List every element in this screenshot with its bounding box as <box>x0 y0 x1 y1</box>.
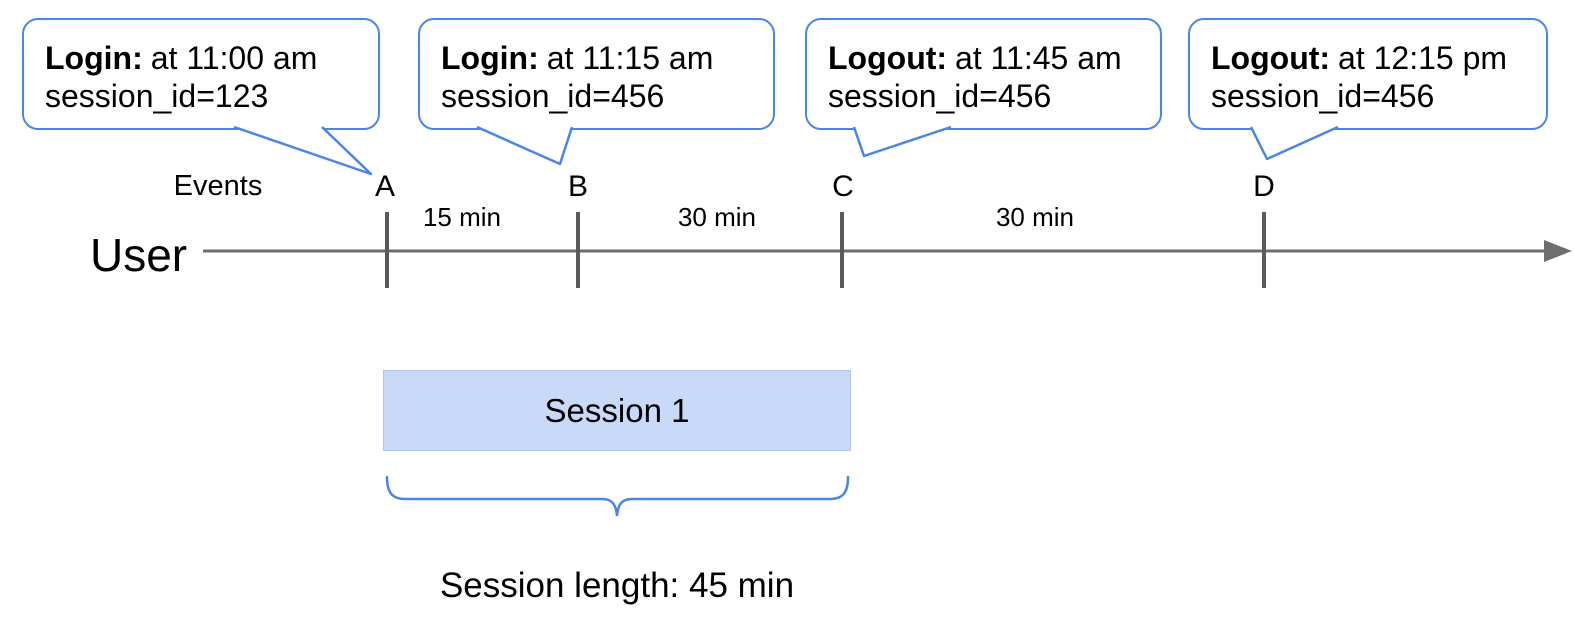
callout-event-b: Login:at 11:15 am session_id=456 <box>418 18 775 130</box>
callout-event-d: Logout:at 12:15 pm session_id=456 <box>1188 18 1548 130</box>
callout-event-a-line1: Login:at 11:00 am <box>45 39 358 77</box>
callout-event-b-title: Login: <box>441 40 539 76</box>
interval-label-b-c: 30 min <box>677 202 757 232</box>
tick-label-b: B <box>567 170 589 203</box>
session-length-brace <box>385 475 850 517</box>
callout-event-b-session-id: session_id=456 <box>441 78 665 114</box>
callout-event-c-time: at 11:45 am <box>955 40 1122 76</box>
tick-label-c: C <box>832 170 854 203</box>
callout-event-d-time: at 12:15 pm <box>1338 40 1508 76</box>
session-1-box: Session 1 <box>383 370 851 451</box>
interval-label-a-b: 15 min <box>422 202 502 232</box>
callout-event-c-line1: Logout:at 11:45 am <box>828 39 1140 77</box>
callout-event-c: Logout:at 11:45 am session_id=456 <box>805 18 1162 130</box>
callout-tail-b <box>476 125 574 166</box>
session-length-label: Session length: 45 min <box>439 566 795 605</box>
callout-event-d-session-id: session_id=456 <box>1211 78 1435 114</box>
callout-event-c-session-id: session_id=456 <box>828 78 1052 114</box>
callout-event-b-line1: Login:at 11:15 am <box>441 39 753 77</box>
interval-label-c-d: 30 min <box>995 202 1075 232</box>
callout-event-d-title: Logout: <box>1211 40 1331 76</box>
callout-event-a-title: Login: <box>45 40 143 76</box>
callout-tail-d <box>1249 125 1339 161</box>
session-1-box-label: Session 1 <box>544 391 690 429</box>
callout-tail-c <box>852 125 952 158</box>
callout-event-d-line1: Logout:at 12:15 pm <box>1211 39 1526 77</box>
callout-event-a-time: at 11:00 am <box>150 40 318 76</box>
tick-label-d: D <box>1253 170 1275 203</box>
events-row-label: Events <box>173 170 263 202</box>
callout-event-b-time: at 11:15 am <box>546 40 714 76</box>
tick-label-a: A <box>374 170 396 203</box>
callout-event-a-session-id: session_id=123 <box>45 78 269 114</box>
user-row-label: User <box>90 229 188 281</box>
timeline-arrowhead-icon <box>1544 240 1572 262</box>
callout-event-a: Login:at 11:00 am session_id=123 <box>22 18 380 130</box>
callout-tail-a <box>233 125 373 176</box>
callout-event-c-title: Logout: <box>828 40 948 76</box>
